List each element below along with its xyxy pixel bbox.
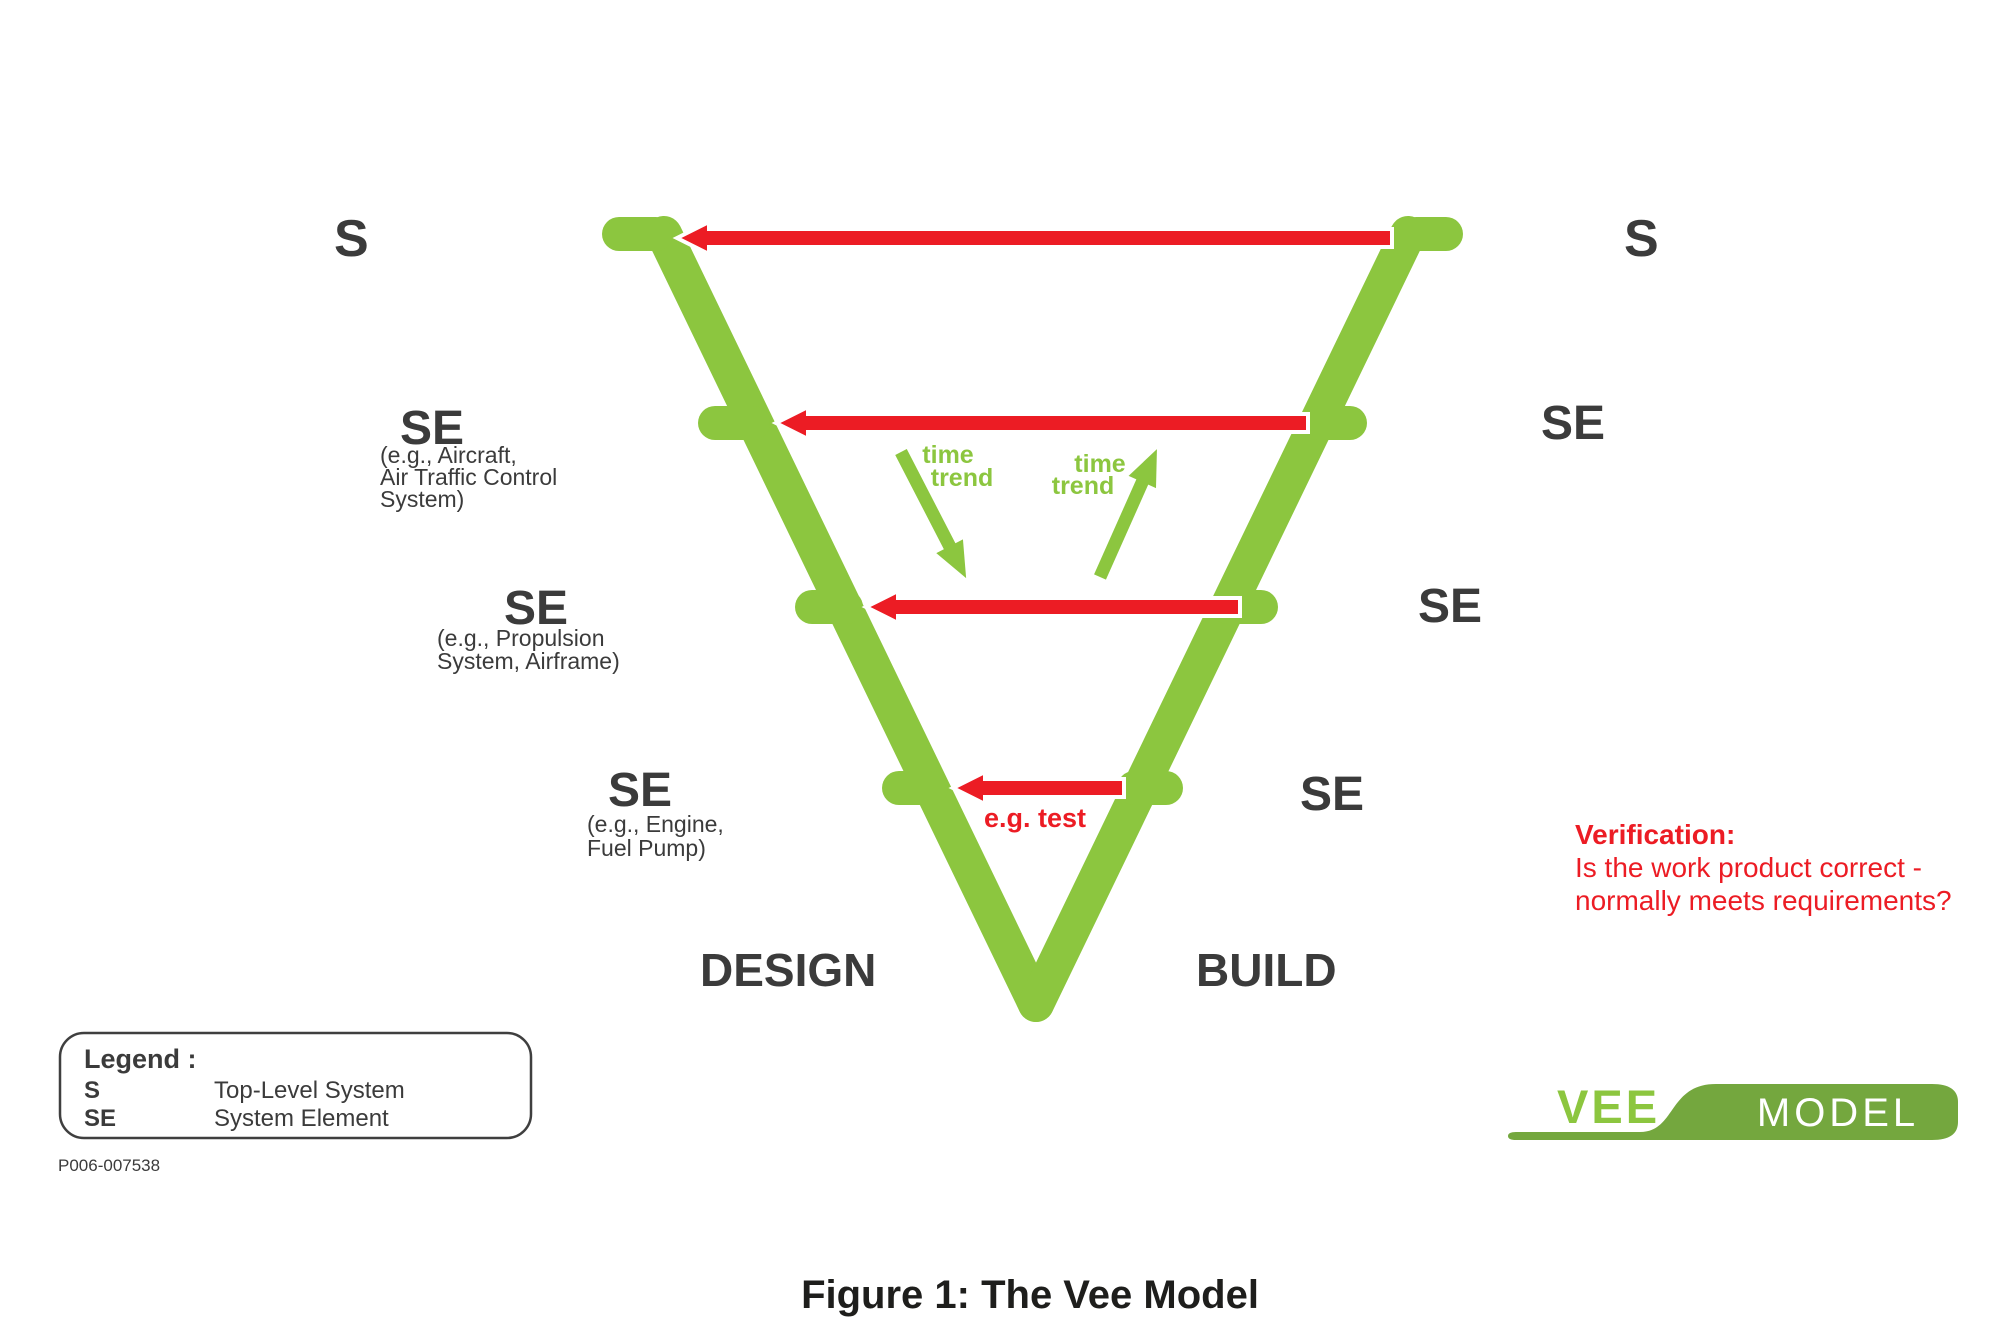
time-trend-arrow-right xyxy=(1094,449,1157,580)
verification-note-line1: Is the work product correct - xyxy=(1575,852,1922,883)
se2-left-subline-2: System, Airframe) xyxy=(437,648,620,674)
time-trend-left-line2: trend xyxy=(931,464,994,492)
system-element-label-right-2: SE xyxy=(1418,580,1482,633)
verification-arrows xyxy=(672,218,1394,808)
design-label: DESIGN xyxy=(700,944,876,996)
time-trend-label-right: time trend xyxy=(1052,450,1126,500)
verification-arrow-level-2 xyxy=(771,403,1310,443)
time-trend-left-line1: time xyxy=(922,441,974,469)
time-trend-arrow-right-shaft xyxy=(1094,477,1150,580)
verification-note: Verification: Is the work product correc… xyxy=(1575,819,1952,916)
legend-box xyxy=(58,1031,533,1140)
system-element-label-left-2: SE (e.g., Propulsion System, Airframe) xyxy=(437,582,620,674)
logo-model-text: MODEL xyxy=(1757,1091,1919,1135)
se2-left-subline-1: (e.g., Propulsion xyxy=(437,625,604,651)
logo-model-badge xyxy=(1508,1084,1958,1140)
time-trend-arrow-right-head xyxy=(1128,449,1157,489)
verification-arrow-level-4 xyxy=(948,768,1126,808)
se1-left-title: SE xyxy=(400,402,464,455)
top-system-label-left: S xyxy=(334,210,369,268)
legend-item-1-meaning: Top-Level System xyxy=(214,1077,405,1104)
legend-item-2-abbr: SE xyxy=(84,1105,116,1132)
time-trend-arrow-left xyxy=(895,449,967,579)
se1-left-subline-1: (e.g., Aircraft, xyxy=(380,442,517,468)
eg-test-label: e.g. test xyxy=(984,803,1086,833)
figure-caption: Figure 1: The Vee Model xyxy=(801,1273,1259,1317)
verification-note-line2: normally meets requirements? xyxy=(1575,885,1952,916)
build-label: BUILD xyxy=(1196,944,1337,996)
time-trend-arrow-left-head xyxy=(936,539,967,579)
verification-arrow-level-3 xyxy=(861,587,1242,627)
time-trend-label-left: time trend xyxy=(922,441,993,492)
time-trend-arrow-left-shaft xyxy=(895,449,958,553)
system-element-label-right-1: SE xyxy=(1541,397,1605,450)
se3-left-subline-2: Fuel Pump) xyxy=(587,835,706,861)
part-number: P006-007538 xyxy=(58,1156,160,1175)
se1-left-subline-3: System) xyxy=(380,486,464,512)
top-system-label-right: S xyxy=(1624,210,1659,268)
system-element-label-left-1: SE (e.g., Aircraft, Air Traffic Control … xyxy=(380,402,557,512)
legend: Legend : S Top-Level System SE System El… xyxy=(58,1031,533,1175)
system-element-label-right-3: SE xyxy=(1300,768,1364,821)
se2-left-title: SE xyxy=(504,582,568,635)
system-element-label-left-3: SE (e.g., Engine, Fuel Pump) xyxy=(587,764,724,861)
legend-item-2-meaning: System Element xyxy=(214,1105,389,1132)
logo-vee-text: VEE xyxy=(1557,1080,1660,1133)
legend-title: Legend : xyxy=(84,1044,197,1074)
time-trend-right-line1: time xyxy=(1074,450,1126,478)
vee-shape xyxy=(602,216,1463,1022)
se1-left-subline-2: Air Traffic Control xyxy=(380,464,557,490)
verification-note-title: Verification: xyxy=(1575,819,1735,850)
legend-item-1-abbr: S xyxy=(84,1077,100,1104)
se3-left-title: SE xyxy=(608,764,672,817)
verification-arrow-level-1 xyxy=(672,218,1394,258)
vee-model-logo: VEE MODEL xyxy=(1508,1080,1958,1140)
time-trend-right-line2: trend xyxy=(1052,472,1115,500)
se3-left-subline-1: (e.g., Engine, xyxy=(587,811,724,837)
